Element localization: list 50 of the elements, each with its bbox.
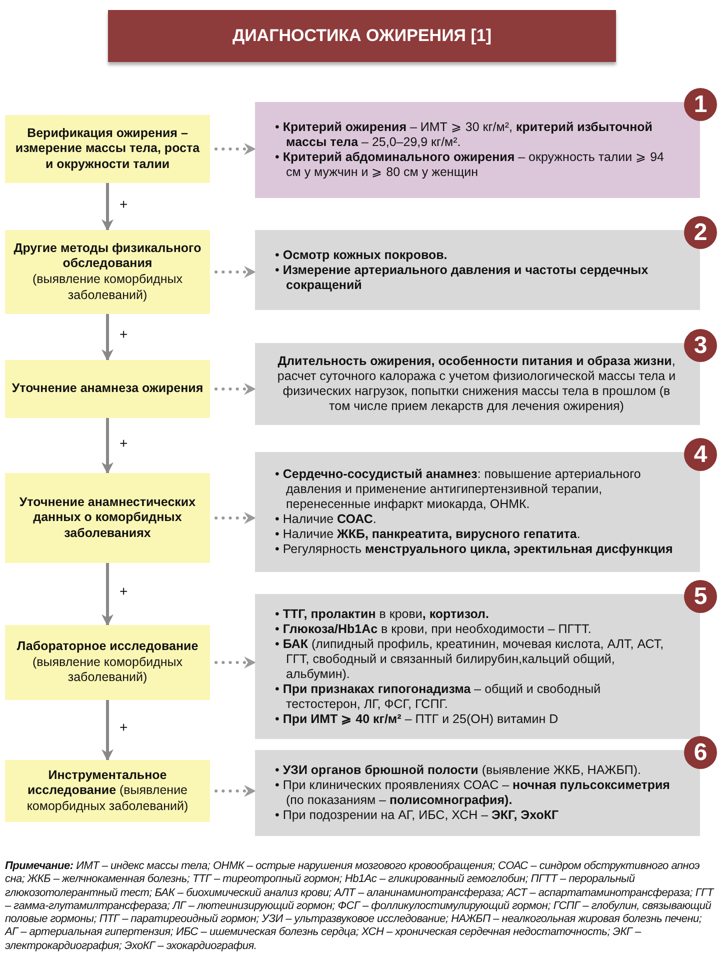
step-title: Лабораторное исследование xyxy=(16,639,198,655)
dotted-arrow xyxy=(214,266,256,278)
bullet-item: • При подозрении на АГ, ИБС, ХСН – ЭКГ, ЭхоКГ xyxy=(275,808,560,823)
arrow xyxy=(102,700,114,762)
step-box xyxy=(5,230,210,314)
title-banner: ДИАГНОСТИКА ОЖИРЕНИЯ [1] xyxy=(108,10,616,62)
step-note: (выявление коморбидных заболеваний) xyxy=(31,654,184,686)
step-box xyxy=(5,625,210,700)
step-box xyxy=(5,115,210,183)
bullet-item: • БАК (липидный профиль, креатинин, мочевая кислота, АЛТ, АСТ, ГГТ, свободный и связанный билирубин,кальций общий, альбумин). xyxy=(275,636,665,682)
dotted-arrow xyxy=(214,512,256,524)
bullet-item: • При клинических проявлениях СОАС – ночная пульсоксиметрия (по показаниям – полисомнография). xyxy=(275,778,671,808)
bullet-item: • Наличие ЖКБ, панкреатита, вирусного гепатита. xyxy=(275,527,582,542)
bullet-item: • Глюкоза/Hb1Ac в крови, при необходимости – ПГТТ. xyxy=(275,622,592,636)
dotted-arrow xyxy=(214,785,256,797)
step-box xyxy=(5,473,210,563)
step-title: Верификация ожирения – измерение массы тела, роста и окружности талии xyxy=(14,126,201,172)
bullet-item: • Осмотр кожных покровов. xyxy=(275,248,448,262)
arrow xyxy=(102,418,114,474)
arrow xyxy=(102,314,114,362)
bullet-item: • УЗИ органов брюшной полости (выявление ЖКБ, НАЖБП). xyxy=(275,763,642,778)
bullet-item: • При признаках гипогонадизма – общий и свободный тестостерон, ЛГ, ФСГ, ГСПГ. xyxy=(275,682,602,712)
arrow xyxy=(102,563,114,626)
step-number-badge: 4 xyxy=(684,438,717,471)
footnote-text: Примечание: ИМТ – индекс массы тела; ОНМК – острые нарушения мозгового кровообращения; СОАС – синдром обструктивного апноэ сна; ЖКБ – желчнокаменная болезнь; ТТГ – тиреотропный гормон; Hb1Ac – гликированный гемоглобин; ПГТТ – пероральный глюкозотолерантный тест; БАК – биохимический анализ крови; АЛТ – аланинаминотрансфераза; АСТ – аспартатаминотрансфераза; ГГТ – гамма-глутамилтрансфераза; ЛГ – лютеинизирующий гормон; ФСГ – фолликулостимулирующий гормон; ГСПГ – глобулин, связывающий половые гормоны; ПТГ – паратиреоидный гормон; УЗИ – ультразвуковое исследование; НАЖБП – неалкогольная жировая болезнь печени; АГ – артериальная гипертензия; ИБС – ишемическая болезнь сердца; ХСН – хроническая сердечная недостаточность; ЭКГ – электрокардиография; ЭхоКГ – эхокардиография. xyxy=(5,860,716,954)
description-text: Длительность ожирения, особенности питания и образа жизни, расчет суточного калоража с учетом физиологической массы тела и физических нагрузок, попытки снижения массы тела в прошлом (в том числе прием лекарств для лечения ожирения) xyxy=(276,354,677,414)
bullet-item: • Критерий абдоминального ожирения – окружность талии ⩾ 94 см у мужчин и ⩾ 80 см у женщин xyxy=(275,150,665,180)
step-box xyxy=(5,360,210,418)
step-title: Другие методы физикального обследования xyxy=(12,240,202,272)
bullet-item: • Наличие СОАС. xyxy=(275,512,378,527)
step-title: Инструментальное исследование (выявление коморбидных заболеваний) xyxy=(26,768,190,814)
step-box xyxy=(5,760,210,822)
step-note: (выявление коморбидных заболеваний) xyxy=(31,272,184,304)
step-title: Уточнение анамнестических данных о коморбидных заболеваниях xyxy=(18,494,197,542)
step-number-badge: 5 xyxy=(684,580,717,613)
bullet-item: • Регулярность менструального цикла, эректильная дисфункция xyxy=(275,542,674,557)
bullet-item: • Сердечно-сосудистый анамнез: повышение артериального давления и применение антигипертензивной терапии, перенесенные инфаркт миокарда, ОНМК. xyxy=(275,467,642,512)
dotted-arrow xyxy=(214,143,256,155)
step-title: Уточнение анамнеза ожирения xyxy=(12,381,204,397)
bullet-item: • Критерий ожирения – ИМТ ⩾ 30 кг/м², критерий избыточной массы тела – 25,0–29,9 кг/м². xyxy=(275,120,654,150)
step-number-badge: 6 xyxy=(684,736,717,769)
step-number-badge: 1 xyxy=(684,88,717,121)
dotted-arrow xyxy=(214,383,256,395)
arrow xyxy=(102,183,114,232)
step-number-badge: 2 xyxy=(684,216,717,249)
step-number-badge: 3 xyxy=(684,329,717,362)
bullet-item: • ТТГ, пролактин в крови, кортизол. xyxy=(275,606,490,622)
dotted-arrow xyxy=(214,656,256,668)
bullet-item: • При ИМТ ⩾ 40 кг/м² – ПТГ и 25(ОН) витамин D xyxy=(275,712,560,726)
bullet-item: • Измерение артериального давления и частоты сердечных сокращений xyxy=(275,262,650,292)
